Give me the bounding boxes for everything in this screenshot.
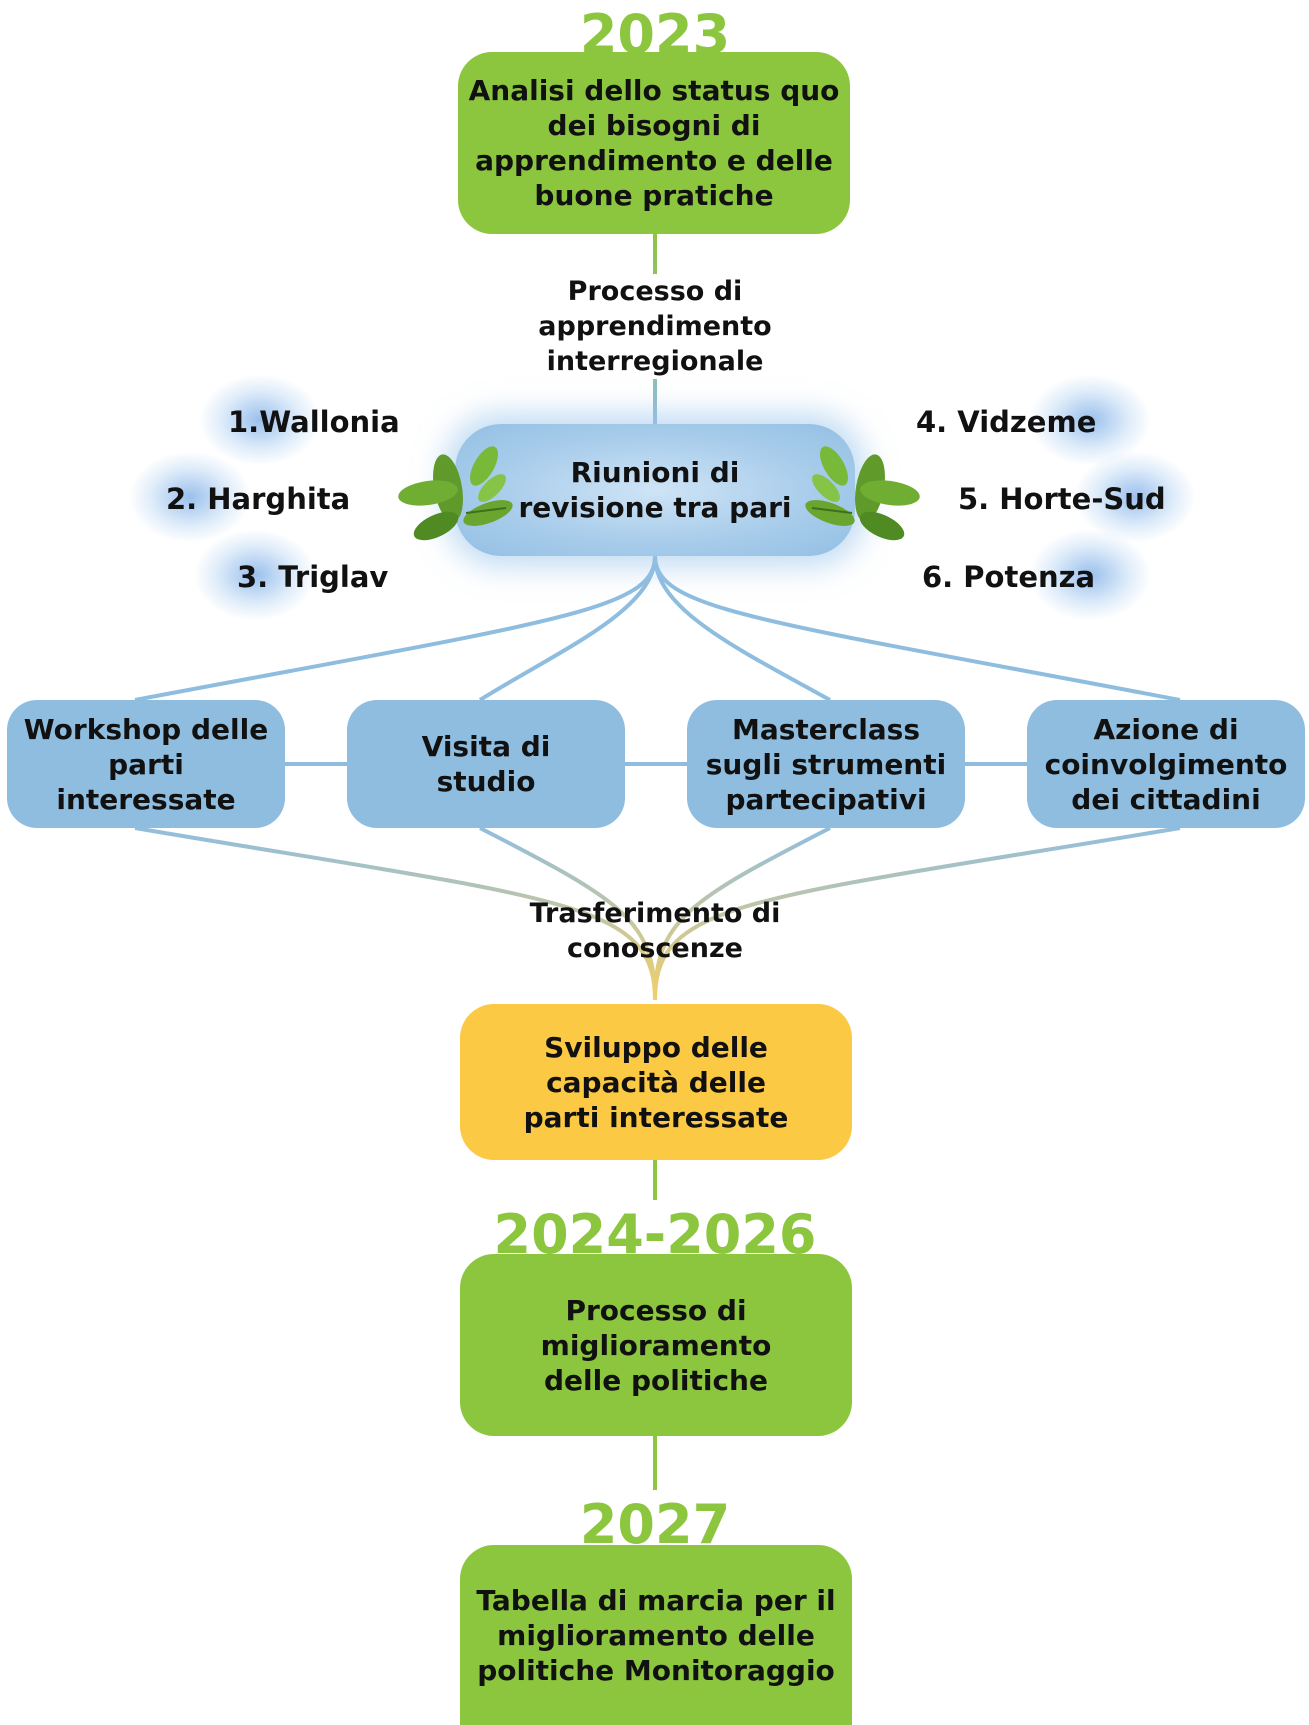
region-wallonia: 1.Wallonia — [228, 405, 400, 439]
region-vidzeme: 4. Vidzeme — [916, 405, 1097, 439]
line-workshop-to-capacity — [134, 826, 657, 1001]
capacity-box: Sviluppo delle capacità delle parti inte… — [460, 1004, 852, 1160]
citizen-action-box: Azione di coinvolgimento dei cittadini — [1027, 700, 1305, 828]
workshop-box: Workshop delle parti interessate — [7, 700, 285, 828]
citizen-action-text: Azione di coinvolgimento dei cittadini — [1044, 712, 1288, 816]
leaves-icon — [398, 446, 513, 541]
policy-process-text: Processo di miglioramento delle politich… — [540, 1293, 772, 1397]
region-horte-sud: 5. Horte-Sud — [958, 482, 1166, 516]
analysis-text: Analisi dello status quo dei bisogni di … — [468, 74, 840, 212]
policy-process-box: Processo di miglioramento delle politich… — [460, 1254, 852, 1436]
region-glow — [1030, 530, 1150, 620]
roadmap-box: Tabella di marcia per il miglioramento d… — [460, 1545, 852, 1725]
year-2027: 2027 — [579, 1493, 731, 1556]
line-peer-to-masterclass — [653, 555, 831, 702]
capacity-text: Sviluppo delle capacità delle parti inte… — [523, 1030, 789, 1134]
region-triglav: 3. Triglav — [237, 560, 389, 594]
workshop-text: Workshop delle parti interessate — [23, 712, 269, 816]
region-glow — [1075, 452, 1195, 542]
learning-process-label: Processo di apprendimento interregionale — [515, 274, 795, 379]
region-glow — [195, 530, 315, 620]
peer-review-text: Riunioni di revisione tra pari — [518, 456, 792, 524]
region-harghita: 2. Harghita — [166, 482, 351, 516]
analysis-box: Analisi dello status quo dei bisogni di … — [458, 52, 850, 234]
line-visit-to-capacity — [479, 826, 657, 1001]
line-peer-to-visit — [478, 555, 657, 702]
region-glow — [130, 452, 250, 542]
masterclass-text: Masterclass sugli strumenti partecipativ… — [705, 712, 947, 816]
masterclass-box: Masterclass sugli strumenti partecipativ… — [687, 700, 965, 828]
line-peer-to-citizen — [653, 555, 1181, 702]
study-visit-box: Visita di studio — [347, 700, 625, 828]
region-glow — [200, 375, 320, 465]
study-visit-text: Visita di studio — [421, 730, 551, 798]
knowledge-transfer-label: Trasferimento di conoscenze — [529, 898, 781, 964]
line-citizen-to-capacity — [653, 826, 1181, 1001]
region-glow — [1030, 375, 1150, 465]
peer-review-box: Riunioni di revisione tra pari — [455, 424, 855, 556]
year-2024-2026: 2024-2026 — [493, 1203, 817, 1266]
roadmap-text: Tabella di marcia per il miglioramento d… — [476, 1583, 836, 1687]
leaves-icon — [805, 446, 920, 541]
region-potenza: 6. Potenza — [922, 560, 1096, 594]
